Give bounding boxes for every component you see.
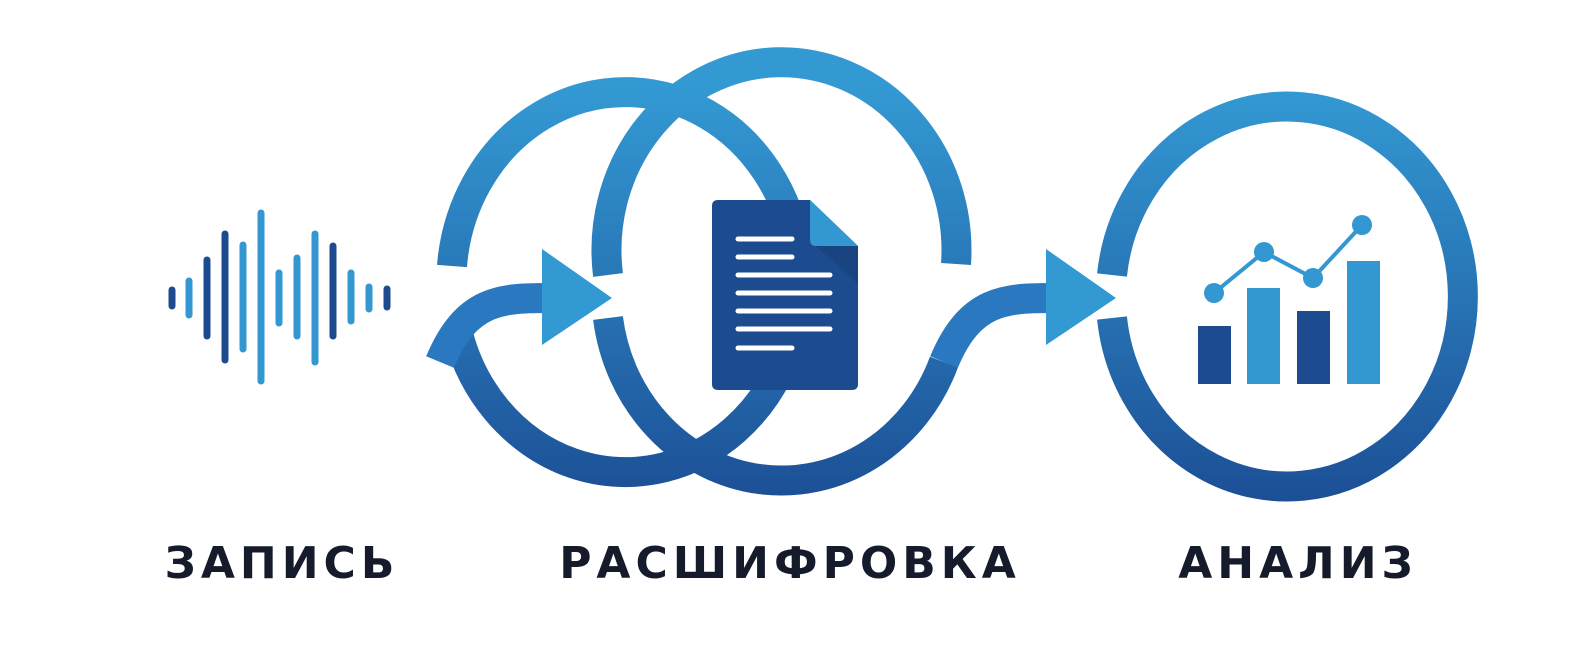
step-3-label: АНАЛИЗ [1178, 538, 1418, 589]
trend-line [1212, 223, 1364, 295]
sound-wave-icon [168, 209, 391, 385]
trend-point-3 [1303, 268, 1323, 288]
chart-bar-2 [1247, 288, 1280, 384]
chart-bar-4 [1347, 261, 1380, 384]
document-icon [712, 200, 858, 390]
connector-arrow-2 [930, 249, 1116, 369]
document-text-lines [735, 236, 833, 351]
step-2-ring [591, 47, 972, 496]
connector-arrow-1 [426, 249, 612, 369]
step-1-label: ЗАПИСЬ [164, 538, 400, 589]
trend-point-2 [1254, 242, 1274, 262]
bar-chart-icon [1198, 215, 1380, 384]
chart-bar-3 [1297, 311, 1330, 384]
step-3-ring [1097, 91, 1478, 502]
trend-point-4 [1352, 215, 1372, 235]
trend-point-1 [1204, 283, 1224, 303]
step-2-label: РАСШИФРОВКА [559, 538, 1021, 589]
chart-bar-1 [1198, 326, 1231, 384]
